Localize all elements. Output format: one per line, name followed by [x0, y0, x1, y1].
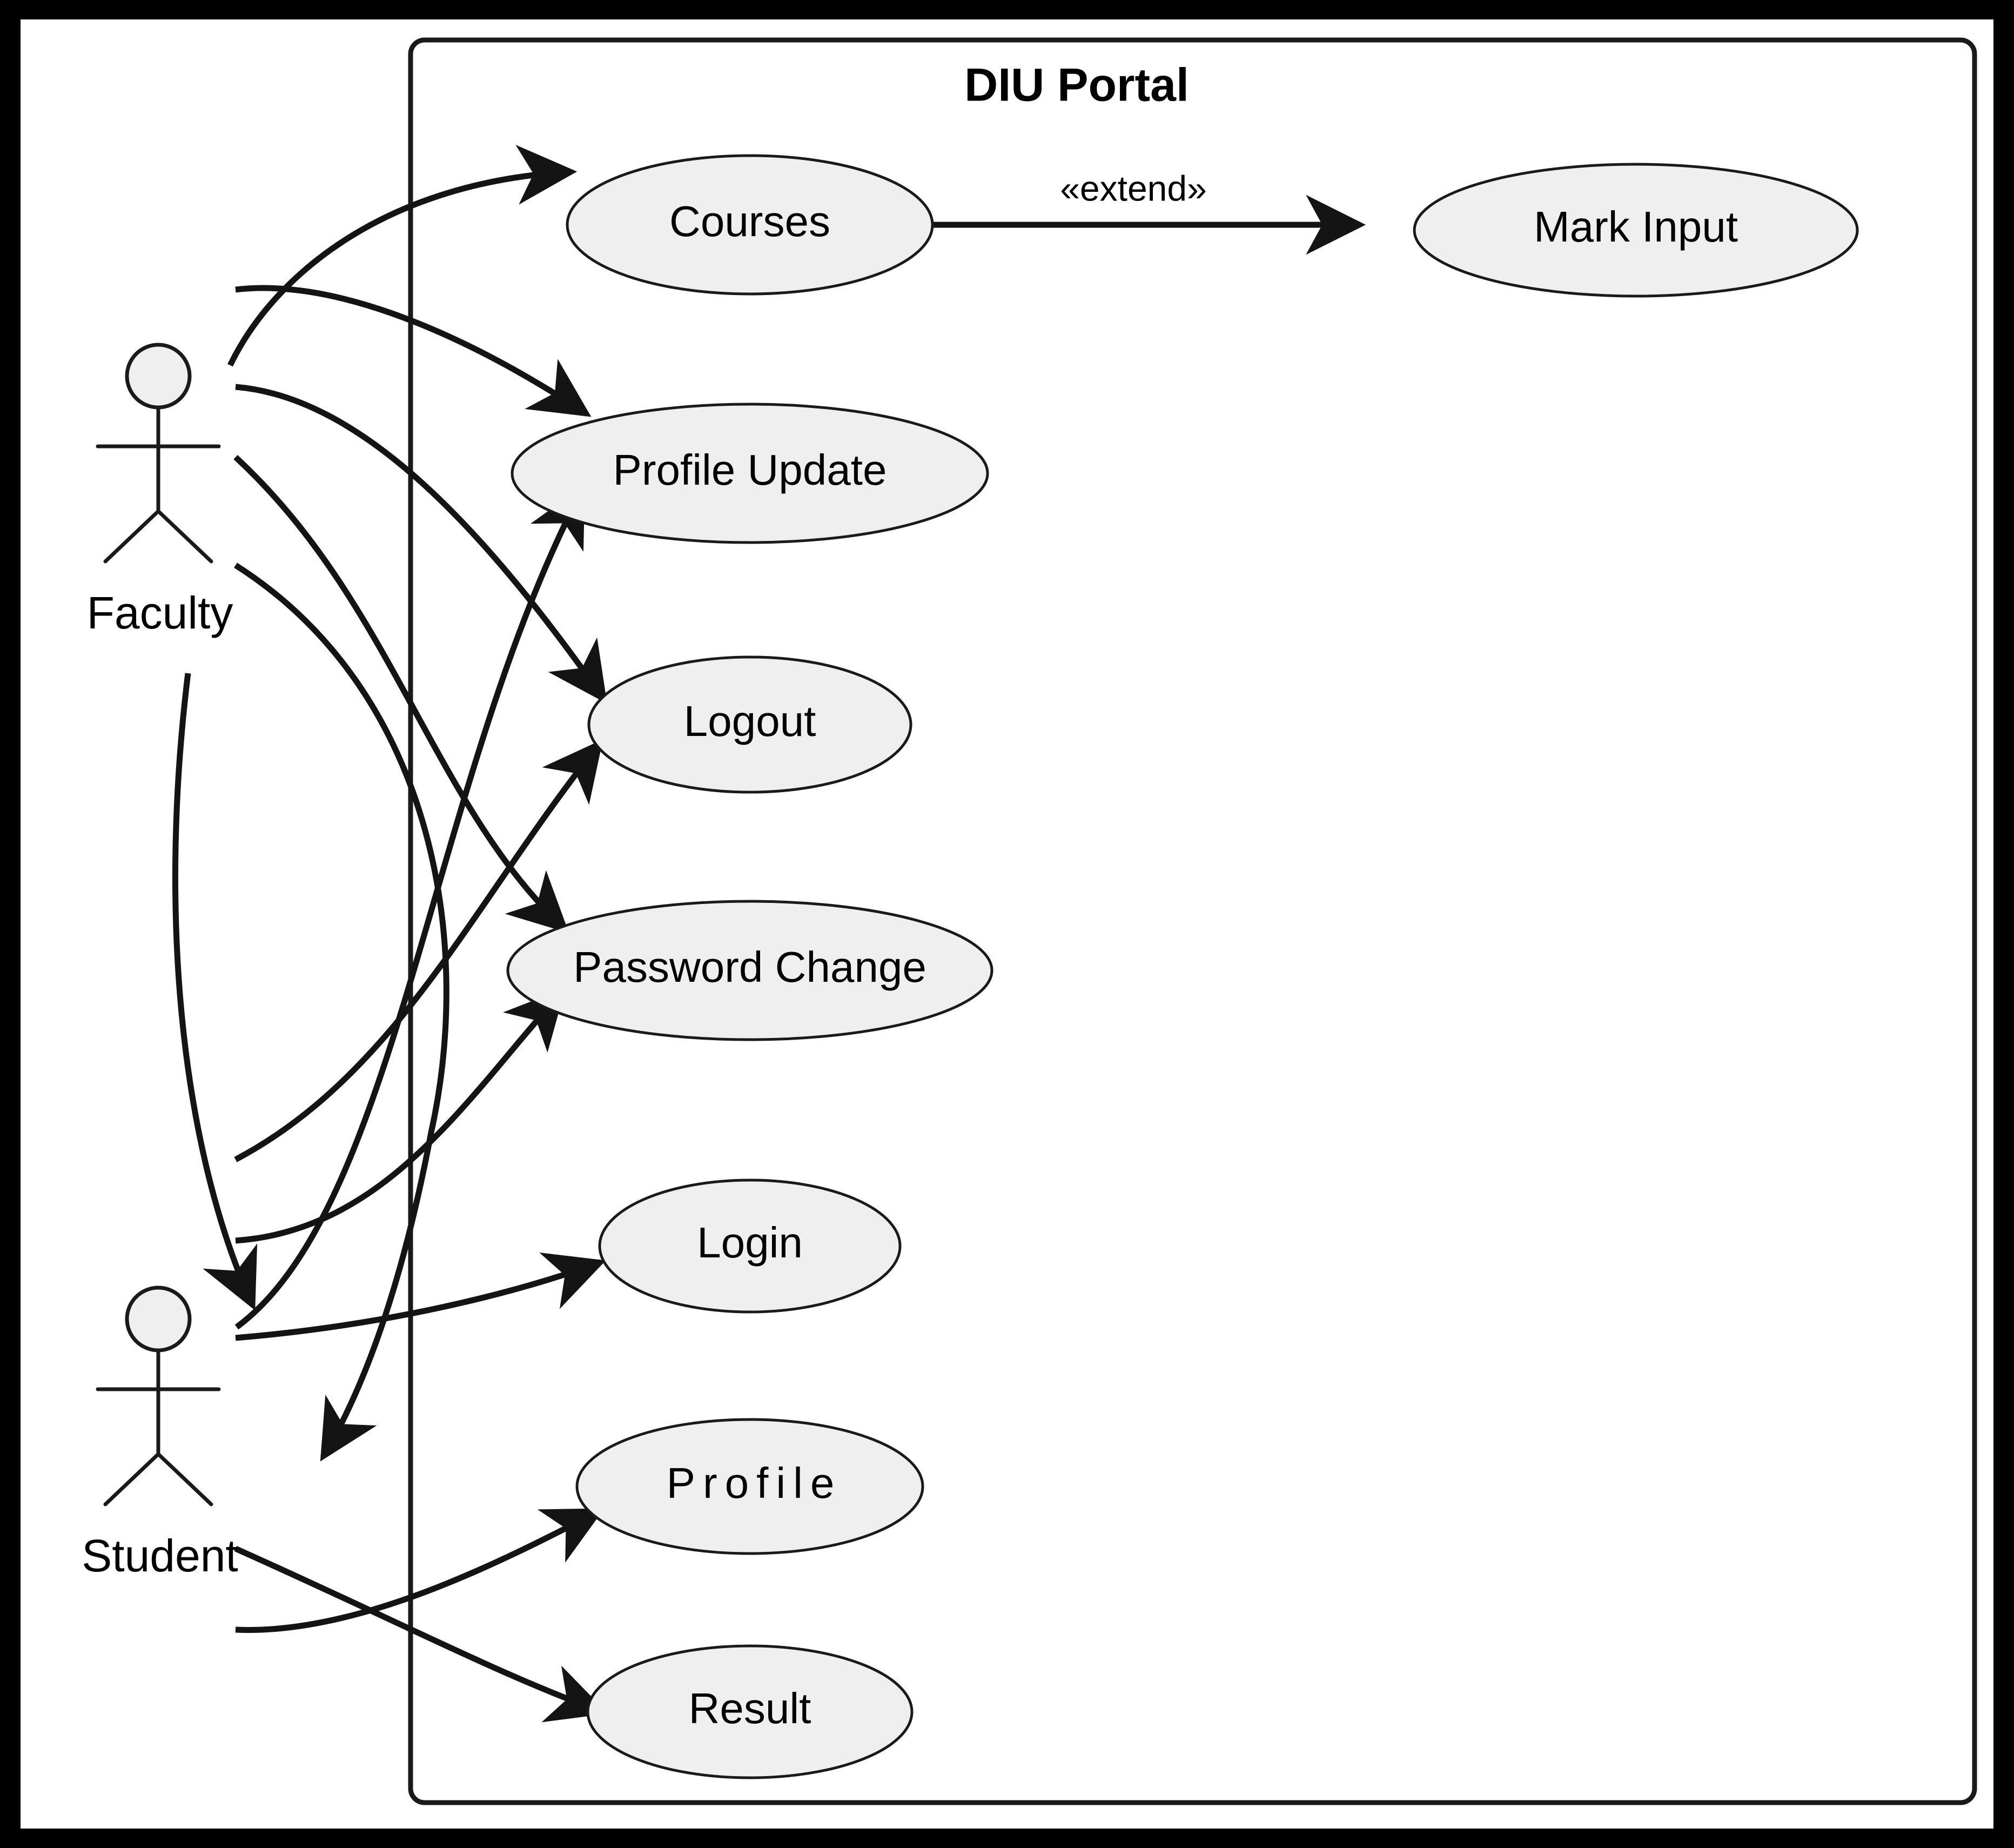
- association-faculty-courses: [227, 144, 578, 367]
- use-case-result[interactable]: Result: [586, 1644, 914, 1779]
- diagram-canvas: DIU Portal: [21, 19, 1993, 1829]
- use-case-login[interactable]: Login: [598, 1179, 902, 1314]
- association-student-login: [235, 1253, 606, 1341]
- use-case-result-shape[interactable]: [586, 1644, 914, 1779]
- use-case-password-change-label: Password Change: [573, 943, 927, 991]
- use-case-courses[interactable]: Courses: [566, 154, 934, 296]
- use-case-courses-shape[interactable]: [566, 154, 934, 296]
- use-case-logout[interactable]: Logout: [587, 655, 912, 794]
- actor-student-head-icon: [125, 1285, 192, 1352]
- use-case-password-change[interactable]: Password Change: [506, 900, 993, 1041]
- actor-student-leg-right: [156, 1452, 213, 1506]
- actor-faculty-head-icon: [125, 343, 192, 410]
- association-faculty-login: [172, 673, 258, 1311]
- association-faculty-profile-update: [235, 285, 592, 417]
- actor-student[interactable]: Student: [82, 1285, 238, 1581]
- use-case-courses-label: Courses: [669, 197, 830, 245]
- use-case-mark-input-label: Mark Input: [1534, 203, 1738, 251]
- association-student-logout: [234, 739, 603, 1162]
- actor-student-leg-left: [103, 1452, 160, 1506]
- association-student-profile-update: [234, 485, 585, 1330]
- extend-stereotype-label: «extend»: [1060, 168, 1207, 208]
- actor-faculty-leg-left: [103, 509, 160, 564]
- use-case-logout-shape[interactable]: [587, 655, 912, 794]
- association-faculty-profile: [234, 563, 449, 1462]
- use-case-profile-update[interactable]: Profile Update: [511, 403, 989, 544]
- actor-faculty[interactable]: Faculty: [87, 343, 233, 638]
- system-boundary-title: DIU Portal: [964, 59, 1189, 111]
- system-boundary-box: [408, 37, 1977, 1805]
- use-case-mark-input-shape[interactable]: [1413, 163, 1859, 298]
- use-case-logout-label: Logout: [684, 697, 816, 745]
- association-faculty-logout: [235, 384, 607, 704]
- use-case-password-change-shape[interactable]: [506, 900, 993, 1041]
- use-case-profile-label: Profile: [667, 1459, 842, 1507]
- use-case-mark-input[interactable]: Mark Input: [1413, 163, 1859, 298]
- use-case-profile-update-label: Profile Update: [613, 446, 887, 494]
- use-case-login-shape[interactable]: [598, 1179, 902, 1314]
- use-case-result-label: Result: [689, 1684, 811, 1732]
- use-case-diagram: DIU Portal: [82, 37, 1977, 1805]
- association-student-result: [234, 1545, 608, 1723]
- use-case-profile[interactable]: Profile: [575, 1418, 924, 1555]
- association-student-password-change: [235, 988, 566, 1244]
- use-case-login-label: Login: [697, 1218, 803, 1267]
- actor-faculty-leg-right: [156, 509, 213, 564]
- use-case-profile-update-shape[interactable]: [511, 403, 989, 544]
- actor-student-label: Student: [82, 1530, 238, 1581]
- actor-faculty-label: Faculty: [87, 587, 233, 638]
- association-student-profile: [235, 1508, 605, 1633]
- use-case-profile-shape[interactable]: [575, 1418, 924, 1555]
